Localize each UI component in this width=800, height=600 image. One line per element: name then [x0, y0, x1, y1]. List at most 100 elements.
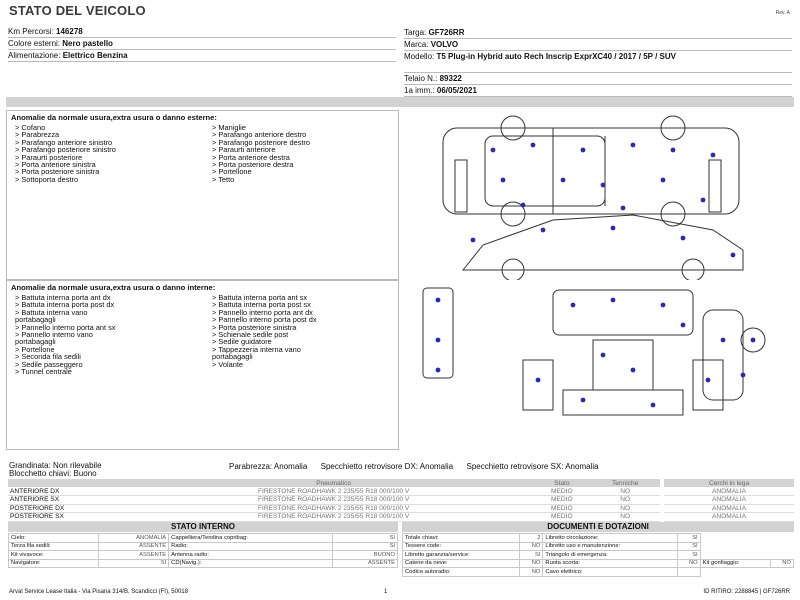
door-left-outline [522, 359, 554, 411]
documents-label: Tessere code: [401, 541, 521, 551]
steering-wheel-outline [740, 327, 766, 353]
interior-damage-marker [680, 322, 686, 328]
brand-value: VOLVO [430, 40, 459, 49]
km-row: Km Percorsi: 146278 [8, 26, 396, 38]
alloy-row: ANOMALIA [664, 504, 794, 513]
page-title: STATO DEL VEICOLO [9, 3, 146, 18]
documents-value [676, 567, 701, 577]
alloy-value: ANOMALIA [664, 504, 794, 513]
interior-state-label: Cielo: [8, 533, 99, 543]
interior-damage-marker [705, 377, 711, 383]
hail-label: Grandinata: [9, 461, 51, 470]
interior-damage-marker [570, 302, 576, 308]
external-col2-item: > Portellone [212, 167, 252, 177]
km-label: Km Percorsi: [8, 27, 54, 36]
alloy-value: ANOMALIA [664, 512, 794, 522]
tyres-header-tyre: Pneumatico [134, 479, 534, 487]
internal-col2-item: > Pannello interno porta post dx [212, 315, 317, 325]
external-col2-item: > Tetto [212, 174, 235, 184]
brand-label: Marca: [404, 40, 429, 49]
interior-state-title: STATO INTERNO [8, 522, 398, 532]
interior-state-label: CD(Navig.): [168, 558, 334, 568]
tyre-tyre: FIRESTONE ROADHAWK 2 235/55 R18 000/100 … [134, 495, 534, 505]
internal-col1-item: > Pannello interno vano [15, 330, 93, 340]
seats-outline [592, 339, 654, 391]
documents-value: NO [769, 558, 795, 568]
fuel-value: Elettrico Benzina [62, 51, 128, 60]
cabin-top-outline [552, 289, 694, 336]
interior-state-label: Navigatore: [8, 558, 99, 568]
external-col1-item: > Porta anteriore sinistra [15, 160, 96, 170]
interior-state-value: SI [332, 541, 398, 551]
tyre-pos: ANTERIORE SX [8, 495, 134, 505]
reg-value: 06/05/2021 [436, 86, 477, 95]
windshield-label: Parabrezza: [229, 462, 273, 471]
external-col1-item: > Cofano [15, 123, 46, 132]
internal-col1-item: portabagagli [15, 337, 56, 347]
internal-col1-item: > Tunnel centrale [15, 367, 72, 377]
car-top-outline [442, 127, 740, 215]
internal-col2-item: > Battuta interna porta post sx [212, 300, 311, 310]
tyre-tyre: FIRESTONE ROADHAWK 2 235/55 R18 000/100 … [134, 487, 534, 496]
documents-value: NO [676, 558, 701, 568]
internal-col1-item: > Sedile passeggero [15, 359, 83, 369]
tyre-tecniche: NO [590, 512, 660, 522]
brand-row: Marca: VOLVO [404, 39, 792, 51]
interior-damage-marker [580, 397, 586, 403]
chassis-label: Telaio N.: [404, 74, 438, 83]
documents-label: Libretto garanzia/service: [401, 550, 521, 560]
color-value: Nero pastello [62, 39, 113, 48]
tyre-pos: POSTERIORE DX [8, 504, 134, 513]
exterior-car-diagram [442, 115, 744, 280]
tyre-tecniche: NO [590, 487, 660, 496]
interior-state-value: ANOMALIA [97, 533, 170, 543]
glass-mirror-summary: Parabrezza: Anomalia Specchietto retrovi… [229, 462, 599, 471]
mirror-dx-label: Specchietto retrovisore DX: [320, 462, 418, 471]
mirror-sx-value: Anomalia [565, 462, 599, 471]
color-row: Colore esterni: Nero pastello [8, 38, 396, 50]
external-col2-item: > Paraurti anteriore [212, 145, 276, 155]
documents-title: DOCUMENTI E DOTAZIONI [402, 522, 794, 532]
external-anomalies-title: Anomalie da normale usura,extra usura o … [11, 113, 217, 122]
documents-value: SI [676, 533, 701, 543]
documents-label: Kit gonfiaggio: [699, 558, 771, 568]
interior-state-label: Terza fila sedili: [8, 541, 99, 551]
exterior-damage-marker [630, 142, 636, 148]
exterior-damage-marker [530, 142, 536, 148]
footer-page-number: 1 [384, 589, 388, 595]
internal-col1-item: > Seconda fila sedili [15, 352, 81, 362]
interior-state-label: Cappelliera/Tendina copribag: [168, 533, 334, 543]
revision-label: Rev. A [775, 10, 790, 16]
documents-label: Libretto circolazione: [542, 533, 678, 543]
documents-label: Triangolo di emergenza: [542, 550, 678, 560]
door-right-outline [692, 359, 724, 411]
interior-damage-marker [740, 372, 746, 378]
tyres-header-pos [8, 479, 134, 487]
interior-damage-marker [435, 367, 441, 373]
reg-label: 1a imm.: [404, 86, 435, 95]
exterior-damage-marker [470, 237, 476, 243]
internal-col1-item: > Battuta interna porta ant dx [15, 293, 111, 302]
internal-col2-item: > Schienale sedile post [212, 330, 289, 340]
tyre-tyre: FIRESTONE ROADHAWK 2 235/55 R18 000/100 … [134, 504, 534, 513]
interior-state-label: Antenna radio: [168, 550, 334, 560]
car-side-outline [461, 214, 744, 271]
interior-damage-marker [630, 367, 636, 373]
interior-state-value: SI [332, 533, 398, 543]
mirror-dx-value: Anomalia [419, 462, 454, 471]
tyre-stato: MEDIO [533, 504, 591, 513]
external-col2-item: > Maniglie [212, 123, 246, 132]
hail-summary: Grandinata: Non rilevabile Blocchetto ch… [9, 462, 102, 478]
exterior-damage-marker [660, 177, 666, 183]
exterior-damage-marker [730, 252, 736, 258]
trunk-outline [702, 309, 744, 401]
